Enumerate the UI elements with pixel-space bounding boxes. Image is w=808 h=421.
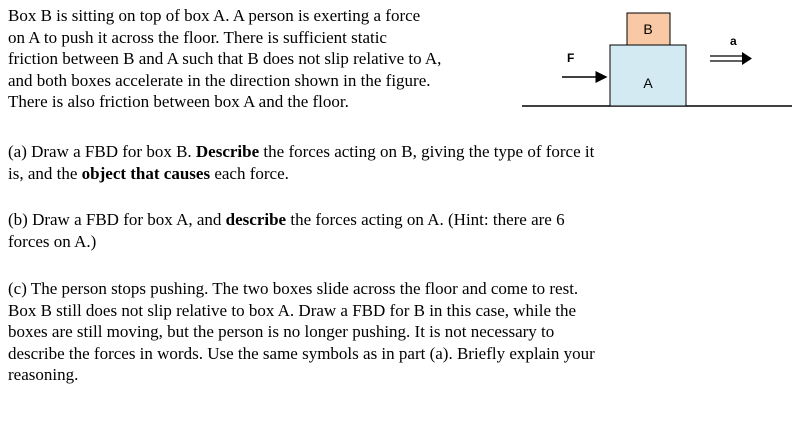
statement-line: friction between B and A such that B doe… [8,49,442,69]
part-a-text: the forces acting on B, giving the type … [259,142,595,161]
box-b [626,12,671,46]
part-c-line: (c) The person stops pushing. The two bo… [8,279,579,298]
statement-line: Box B is sitting on top of box A. A pers… [8,6,421,25]
boxes-figure: A B F a [522,12,792,107]
part-a-text: each force. [210,163,289,183]
part-b-text: (b) Draw a FBD for box A, and [8,210,226,229]
statement-line: There is also friction between box A and… [8,92,349,112]
part-b-bold-describe: describe [225,210,287,229]
accel-label: a [730,34,737,48]
part-b-line-2: forces on A.) [8,231,97,251]
statement-line: and both boxes accelerate in the directi… [8,70,431,90]
part-b-line-1: (b) Draw a FBD for box A, and describe t… [8,209,798,231]
box-a-label: A [643,75,653,91]
box-b-label: B [643,21,652,37]
part-a: (a) Draw a FBD for box B. Describe the f… [8,141,798,184]
box-a [609,44,687,107]
part-c-line: describe the forces in words. Use the sa… [8,343,595,363]
part-a-line-1: (a) Draw a FBD for box B. Describe the f… [8,141,798,163]
statement-line: on A to push it across the floor. There … [8,27,387,47]
part-c: (c) The person stops pushing. The two bo… [8,278,798,386]
part-a-bold-object: object that causes [81,163,211,183]
problem-statement: Box B is sitting on top of box A. A pers… [8,5,538,113]
part-a-text: is, and the [8,163,82,183]
part-b-text: the forces acting on A. (Hint: there are… [286,210,565,229]
part-a-bold-describe: Describe [195,142,260,161]
part-a-text: (a) Draw a FBD for box B. [8,142,196,161]
part-c-line: boxes are still moving, but the person i… [8,322,555,342]
part-b: (b) Draw a FBD for box A, and describe t… [8,209,798,252]
accel-arrow-head [742,52,752,65]
part-c-line: reasoning. [8,365,79,385]
part-a-line-2: is, and the object that causes each forc… [8,163,798,185]
force-label: F [567,51,574,65]
part-c-line: Box B still does not slip relative to bo… [8,300,577,320]
